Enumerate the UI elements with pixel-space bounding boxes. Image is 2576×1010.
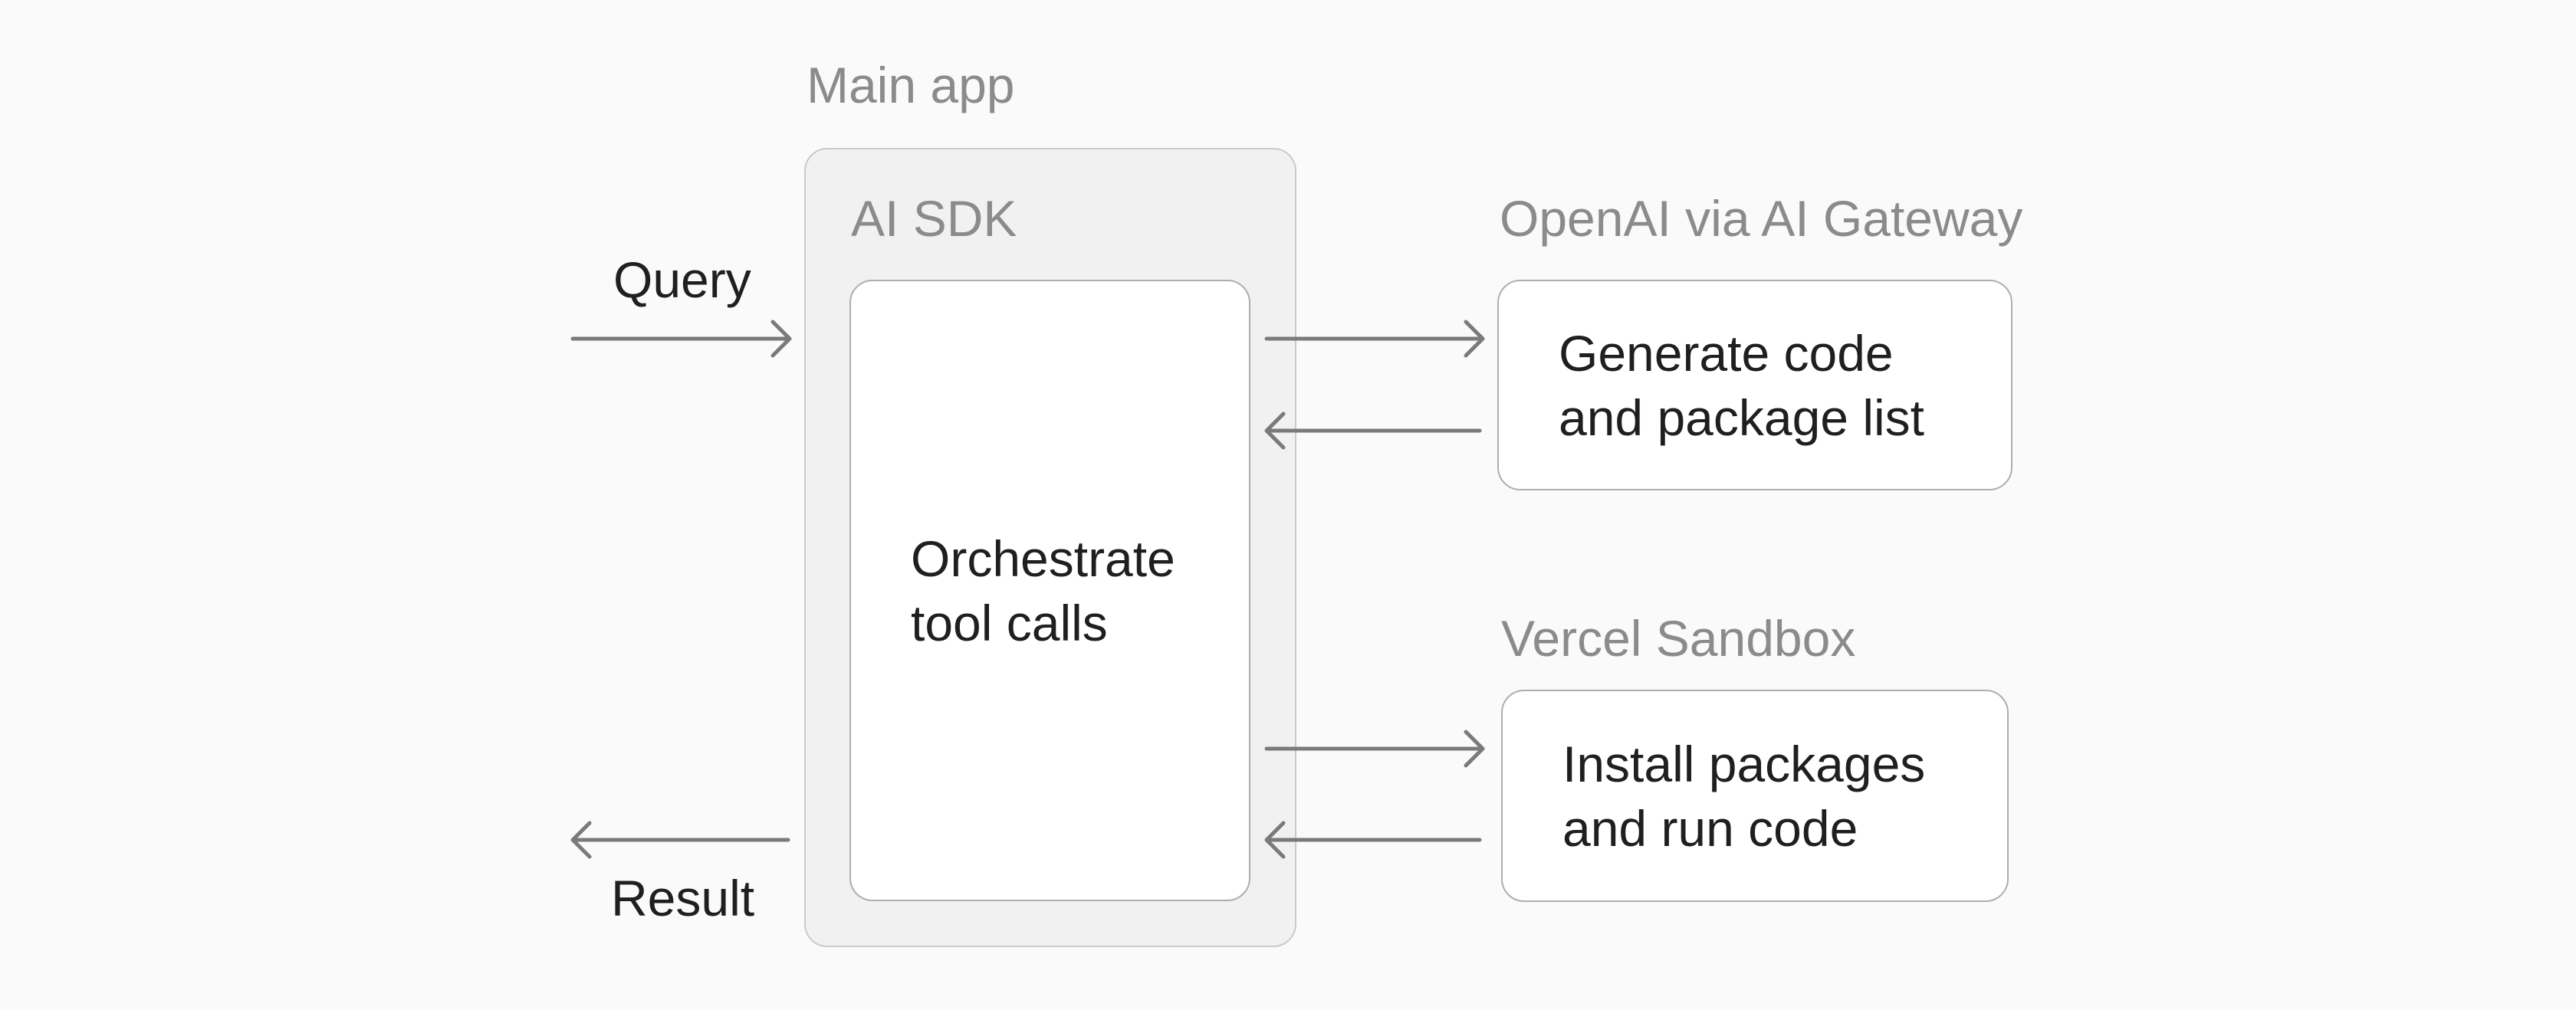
- request-arrow-vercel: [1264, 730, 1485, 768]
- request-arrow-openai: [1264, 320, 1485, 358]
- ai-sdk-label: AI SDK: [851, 190, 1017, 247]
- generate-code-node: Generate code and package list: [1497, 280, 2013, 490]
- query-label: Query: [613, 251, 751, 308]
- node-text-line: Orchestrate: [911, 530, 1175, 587]
- node-text-line: and package list: [1559, 389, 1924, 446]
- result-arrow: [570, 821, 790, 859]
- node-text-line: Install packages: [1562, 735, 1926, 792]
- node-text-line: tool calls: [911, 594, 1108, 651]
- node-text-line: and run code: [1562, 799, 1858, 857]
- result-label: Result: [611, 870, 755, 926]
- main-app-group-label: Main app: [807, 57, 1015, 113]
- response-arrow-openai: [1264, 412, 1482, 450]
- vercel-sandbox-label: Vercel Sandbox: [1501, 610, 1856, 667]
- node-text-line: Generate code: [1559, 324, 1894, 382]
- response-arrow-vercel: [1264, 821, 1482, 859]
- install-packages-node: Install packages and run code: [1501, 690, 2009, 902]
- orchestrate-tool-calls-node: Orchestrate tool calls: [849, 280, 1250, 901]
- openai-gateway-label: OpenAI via AI Gateway: [1500, 190, 2023, 247]
- query-arrow: [570, 320, 792, 358]
